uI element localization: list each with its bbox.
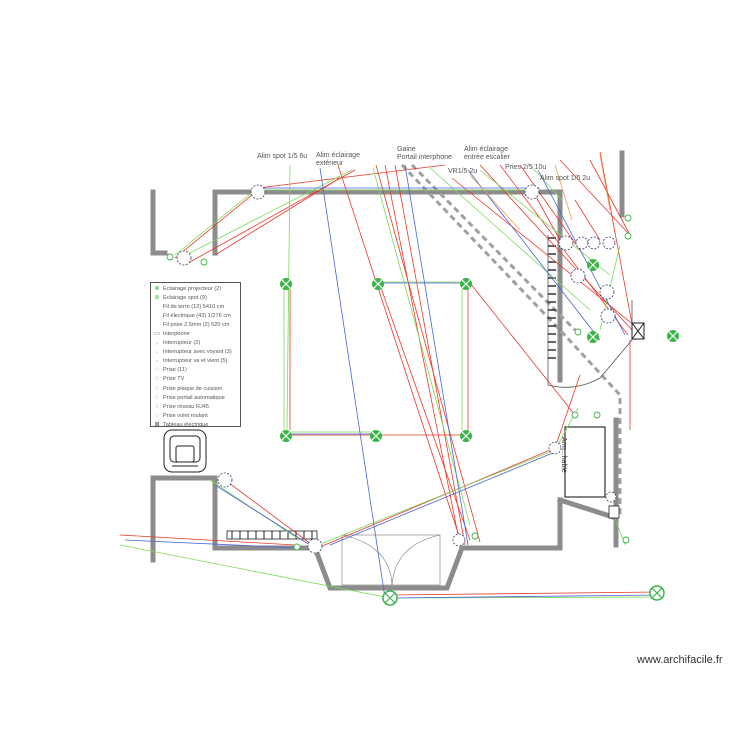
legend-item: Fil de terre (12) 5410 cm	[163, 303, 225, 310]
spot-lights	[280, 259, 679, 442]
outlet-icon[interactable]	[307, 538, 323, 554]
sanitary-fixture	[163, 429, 207, 473]
panel-icon: ⊠	[154, 421, 160, 428]
outlets	[176, 184, 617, 554]
switch-light-icon: ⸝	[155, 349, 159, 356]
legend-item: ◌Prise volet roulant	[153, 411, 238, 420]
switch-icon: ⸝	[155, 340, 159, 347]
switch-icon[interactable]	[471, 532, 479, 540]
switch-two-way-icon: ⸝	[155, 358, 159, 365]
switch-icon[interactable]	[593, 411, 601, 419]
outlet-icon[interactable]	[548, 441, 562, 455]
wall-bottom-middle	[459, 497, 563, 551]
switch-icon[interactable]	[624, 232, 632, 240]
legend-item: ⊠Tableau électrique	[154, 421, 209, 428]
spot-light-icon: ⊛	[154, 294, 160, 301]
spot-light-icon[interactable]	[587, 331, 599, 343]
label-alim-eclairage-escalier: Alim éclairage entrée escalier	[464, 146, 510, 161]
tv-outlet-icon: ◌	[155, 376, 159, 383]
switch-icon[interactable]	[622, 536, 630, 544]
equipment-box	[564, 426, 606, 498]
wall-right-lower	[556, 496, 619, 548]
wall-top-left	[150, 189, 168, 256]
switches	[166, 214, 632, 551]
switch-icon[interactable]	[293, 543, 301, 551]
label-prises: Pries 2/5 10u	[505, 164, 547, 171]
switch-icon[interactable]	[166, 253, 174, 261]
outlet-icon[interactable]	[600, 308, 616, 324]
outlet-icon[interactable]	[217, 472, 233, 488]
shutter-outlet-icon: ◌	[155, 412, 159, 419]
spot-light-icon[interactable]	[280, 430, 292, 442]
outlet-icon[interactable]	[250, 184, 266, 200]
projector-light-icon[interactable]	[382, 590, 398, 606]
label-alim-spot-left: Alim spot 1/5 6u	[257, 153, 308, 160]
outlet-icon[interactable]	[599, 284, 615, 300]
outlet-icon[interactable]	[176, 250, 192, 266]
counter	[226, 530, 318, 540]
spot-light-icon[interactable]	[460, 278, 472, 290]
spot-light-icon[interactable]	[372, 278, 384, 290]
legend-item: Fil prise 2.5mm (2) 520 cm	[163, 321, 230, 328]
outlet-icon[interactable]	[558, 235, 574, 251]
legend-item: ⊛Eclairage spot (9)	[154, 294, 207, 301]
label-alim-spot-right: Alim spot 1/5 2u	[540, 175, 591, 182]
hob-outlet-icon: ◌	[155, 385, 159, 392]
label-alim-eclairage-ext: Alim éclairage extérieur	[316, 152, 360, 167]
wires-blue	[124, 164, 661, 599]
bay-fixtures	[341, 534, 441, 586]
spot-light-icon[interactable]	[370, 430, 382, 442]
outlet-icon[interactable]	[524, 184, 540, 200]
wall-lower-left	[150, 475, 318, 563]
legend-item: ◌Prise portail automatique	[153, 393, 238, 402]
network-outlet-icon: ◌	[155, 403, 159, 410]
legend-item: ▭Interphone	[154, 331, 190, 338]
spot-light-icon[interactable]	[460, 430, 472, 442]
legend-item: ◌Prise (11)	[153, 366, 238, 375]
legend: ⊗Eclairage projecteur (2) ⊛Eclairage spo…	[150, 282, 241, 428]
legend-item: ⸝Interrupteur avec voyant (3)	[153, 348, 238, 357]
projector-light-icon[interactable]	[649, 585, 665, 601]
projector-light-icon: ⊗	[154, 285, 160, 292]
panel-icon[interactable]	[631, 322, 645, 340]
label-vr: VR1/5 2u	[448, 168, 478, 175]
spot-light-icon[interactable]	[280, 278, 292, 290]
watermark: www.archifacile.fr	[637, 654, 723, 666]
outlet-icon[interactable]	[575, 236, 589, 250]
interphone-icon[interactable]	[608, 505, 620, 519]
legend-item: ◌Prise réseau RJ45	[153, 402, 238, 411]
switch-icon[interactable]	[571, 411, 579, 419]
outlet-icon[interactable]	[605, 491, 617, 503]
legend-item: ◌Prise plaque de cuisson	[153, 384, 238, 393]
projector-lights	[382, 585, 665, 606]
switch-icon[interactable]	[200, 258, 208, 266]
equipment-box-label: Arm...hable	[560, 437, 567, 473]
outlet-icon[interactable]	[570, 268, 586, 284]
wires-orange	[469, 154, 611, 231]
spot-light-icon[interactable]	[587, 259, 599, 271]
legend-item: ⊗Eclairage projecteur (2)	[154, 285, 222, 292]
legend-item: Fil électrique (43) 1/276 cm	[163, 312, 231, 319]
legend-item: ⸝Interrupteur va et vient (5)	[153, 357, 238, 366]
spot-light-icon[interactable]	[667, 330, 679, 342]
legend-item: ◌Prise TV	[153, 375, 238, 384]
outlet-icon[interactable]	[452, 533, 466, 547]
legend-item: ⸝Interrupteur (2)	[153, 339, 238, 348]
outlet-icon: ◌	[155, 367, 159, 374]
gate-outlet-icon: ◌	[155, 394, 159, 401]
switch-icon[interactable]	[574, 328, 582, 336]
wall-bay	[311, 544, 466, 591]
label-gaine: Gaine Portail interphone	[397, 146, 452, 161]
interphone-icon: ▭	[154, 331, 160, 338]
outlet-icon[interactable]	[587, 236, 601, 250]
switch-icon[interactable]	[624, 214, 632, 222]
outlet-icon[interactable]	[602, 236, 616, 250]
